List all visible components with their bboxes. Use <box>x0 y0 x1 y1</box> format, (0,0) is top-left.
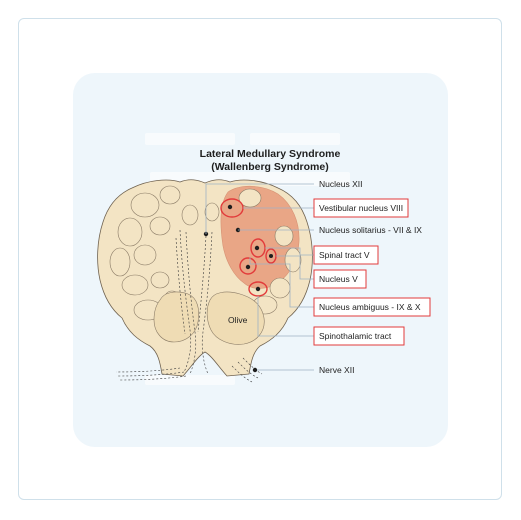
labels: Nucleus XII Vestibular nucleus VIII Nucl… <box>228 179 422 375</box>
nucleus-v-dot <box>269 254 273 258</box>
ambiguus-dot <box>255 286 261 292</box>
vestibular-label-box <box>313 198 409 218</box>
vestibular-dot <box>227 204 233 210</box>
nerve-fibers <box>115 229 263 383</box>
nucleus-v-label-box <box>313 269 367 289</box>
label-boxes <box>313 198 431 346</box>
background-plates <box>145 133 350 385</box>
label-spinothalamic: Spinothalamic tract <box>319 331 392 341</box>
label-olive: Olive <box>228 315 248 325</box>
medulla-section <box>97 179 313 377</box>
olive-region <box>206 291 265 345</box>
title-line-2: (Wallenberg Syndrome) <box>211 161 329 173</box>
nucleus-v-inner-dot <box>245 264 251 270</box>
label-nerve-xii: Nerve XII <box>319 365 354 375</box>
label-vestibular: Vestibular nucleus VIII <box>319 203 403 213</box>
spinal-tract-label-box <box>313 245 379 265</box>
leader-lines <box>205 183 314 371</box>
nucleus-v-inner-ring <box>239 257 257 275</box>
label-nucleus-v: Nucleus V <box>319 274 358 284</box>
label-ambiguus: Nucleus ambiguus - IX & X <box>319 302 421 312</box>
label-nucleus-xii: Nucleus XII <box>319 179 362 189</box>
label-spinal-tract: Spinal tract V <box>319 250 370 260</box>
label-solitarius: Nucleus solitarius - VII & IX <box>319 225 422 235</box>
nerve-xii-dot <box>252 367 258 373</box>
spinal-tract-dot <box>254 245 260 251</box>
nucleus-dots <box>203 204 273 373</box>
diagram-title: Lateral Medullary Syndrome (Wallenberg S… <box>150 148 390 174</box>
spinothalamic-label-box <box>313 326 405 346</box>
title-line-1: Lateral Medullary Syndrome <box>199 148 341 160</box>
ambiguus-label-box <box>313 297 431 317</box>
